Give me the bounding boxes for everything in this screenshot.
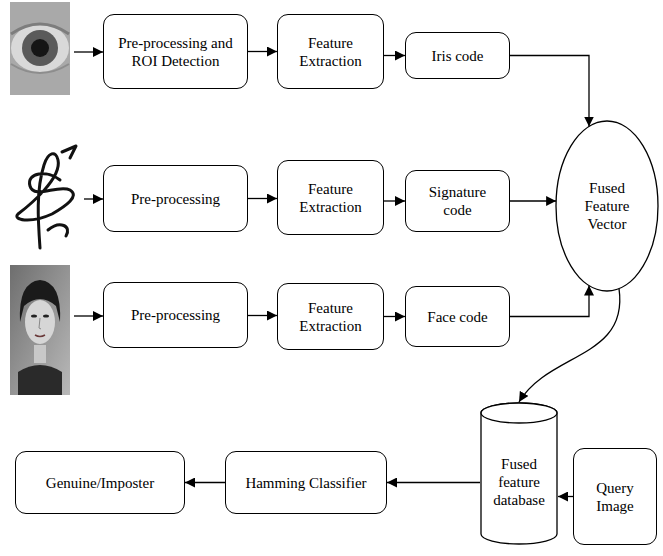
process-box: Pre-processing bbox=[103, 165, 248, 232]
node-label: Genuine/Imposter bbox=[46, 474, 154, 492]
ellipse-shape bbox=[556, 121, 658, 291]
cylinder-body bbox=[481, 403, 557, 544]
connector-arrow bbox=[248, 51, 277, 52]
node-label: Hamming Classifier bbox=[245, 474, 366, 492]
text-holder: Query Image bbox=[581, 479, 649, 515]
text-holder: Feature Extraction bbox=[285, 34, 376, 70]
connector-arrow bbox=[387, 482, 480, 483]
text-holder: Pre-processing and ROI Detection bbox=[111, 34, 240, 70]
node-label: Pre-processing bbox=[131, 306, 220, 324]
process-box: Feature Extraction bbox=[277, 283, 384, 350]
node-label: Face code bbox=[427, 308, 487, 326]
process-box: Feature Extraction bbox=[277, 160, 384, 235]
input-arrow bbox=[74, 315, 103, 316]
node-label: Fused Feature Vector bbox=[571, 179, 643, 233]
fusion-ellipse: Fused Feature Vector bbox=[555, 120, 659, 292]
eye-image bbox=[10, 2, 70, 95]
connector-arrow bbox=[510, 56, 589, 127]
text-holder: Hamming Classifier bbox=[245, 474, 366, 492]
code-box: Face code bbox=[405, 286, 510, 347]
connector-arrow bbox=[510, 286, 589, 317]
node-label: Feature Extraction bbox=[285, 34, 376, 70]
connector-arrow bbox=[519, 289, 620, 402]
code-box: Iris code bbox=[405, 32, 510, 79]
classifier-box: Hamming Classifier bbox=[225, 451, 387, 514]
text-holder: Pre-processing bbox=[131, 190, 220, 208]
text-holder: Fused Feature Vector bbox=[571, 179, 643, 233]
node-label: Feature Extraction bbox=[285, 299, 376, 335]
text-holder: Face code bbox=[427, 308, 487, 326]
node-label: Pre-processing bbox=[131, 190, 220, 208]
process-box: Pre-processing bbox=[103, 282, 248, 348]
node-label: Query Image bbox=[581, 479, 649, 515]
text-holder: Feature Extraction bbox=[285, 180, 376, 216]
connector-arrow bbox=[185, 482, 225, 483]
connector-arrow bbox=[248, 315, 277, 316]
text-holder: Signature code bbox=[413, 183, 502, 219]
connector-arrow bbox=[510, 200, 556, 201]
database-cylinder: Fused feature database bbox=[480, 402, 558, 545]
node-label: Feature Extraction bbox=[285, 180, 376, 216]
connector-arrow bbox=[384, 316, 405, 317]
process-box: Feature Extraction bbox=[277, 14, 384, 89]
cylinder-top bbox=[481, 403, 557, 423]
input-box: Query Image bbox=[573, 448, 657, 545]
output-box: Genuine/Imposter bbox=[15, 451, 185, 514]
node-label: Fused feature database bbox=[485, 455, 553, 509]
connector-arrow bbox=[248, 198, 277, 199]
text-holder: Pre-processing bbox=[131, 306, 220, 324]
code-box: Signature code bbox=[405, 170, 510, 232]
connector-arrow bbox=[384, 200, 405, 201]
node-label: Signature code bbox=[413, 183, 502, 219]
node-label: Pre-processing and ROI Detection bbox=[111, 34, 240, 70]
connector-arrow bbox=[558, 496, 573, 497]
text-holder: Genuine/Imposter bbox=[46, 474, 154, 492]
input-arrow bbox=[84, 198, 103, 199]
text-holder: Iris code bbox=[431, 47, 483, 65]
face-image bbox=[10, 265, 70, 395]
node-label: Iris code bbox=[431, 47, 483, 65]
signature-image bbox=[17, 146, 76, 248]
process-box: Pre-processing and ROI Detection bbox=[103, 14, 248, 89]
text-holder: Feature Extraction bbox=[285, 299, 376, 335]
input-arrow bbox=[74, 51, 103, 52]
text-holder: Fused feature database bbox=[485, 455, 553, 509]
connector-arrow bbox=[384, 55, 405, 56]
